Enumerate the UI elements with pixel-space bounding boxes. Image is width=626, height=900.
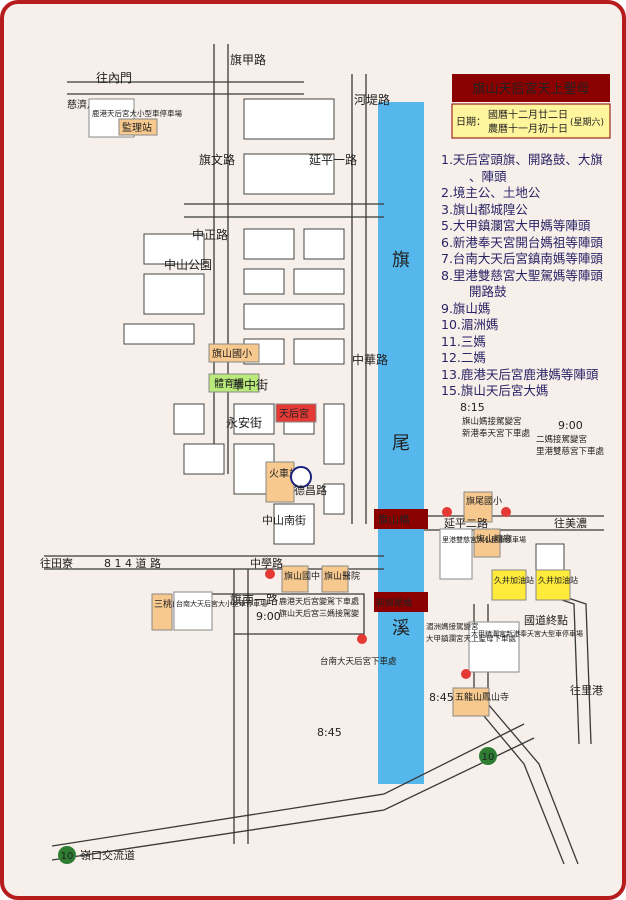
stop-1-time: 8:15 (460, 401, 485, 414)
xinqiwei-bridge-label: 新旗尾橋 (376, 597, 412, 609)
qishan-hospital-label: 旗山醫院 (324, 570, 360, 582)
qiwen-road-label: 旗文路 (199, 152, 235, 167)
road-814-label: 8 1 4 道 路 (104, 556, 161, 570)
labels: 往內門 慈濟用地 鹿港天后宮大小型車停車場 監理站 中山公園 旗山國小 體育場 … (40, 52, 603, 864)
stop-1-icon (442, 507, 452, 517)
stop-4-text: 台南大天后宮下車處 (320, 656, 397, 667)
map-title: 旗山天后宮天上聖母 (472, 81, 589, 97)
legend-item: 10.湄洲媽 (441, 317, 499, 332)
title-banner (452, 74, 610, 102)
legend-item: 5.大甲鎮瀾宮大甲媽等陣頭 (441, 218, 591, 233)
route-10b-badge-icon (58, 846, 76, 864)
monitoring-station-label: 監理站 (122, 121, 152, 134)
legend-item: 2.境主公、土地公 (441, 185, 541, 200)
qishan-middle-label: 旗山國中 (284, 570, 320, 582)
tainan-parking-label: 台南大天后宮大小型車停車場 (176, 599, 267, 608)
to-meinong-label: 往美濃 (554, 516, 587, 530)
national-road-end-label: 國道終點 (524, 613, 568, 627)
stop-2-time: 9:00 (558, 419, 583, 432)
zhongshan-park-label: 中山公園 (164, 257, 212, 272)
to-neimen-label: 往內門 (96, 70, 132, 85)
route-10-badge-icon (479, 747, 497, 765)
yongan-street-label: 永安街 (226, 415, 262, 430)
route-10b-label: 10 (61, 851, 74, 862)
zhongshan-south-street-label: 中山南街 (262, 513, 306, 527)
legend-item: 11.三媽 (441, 333, 486, 349)
river-char-1: 旗 (392, 250, 410, 271)
stop-4-icon (357, 634, 367, 644)
stop-5-icon (461, 669, 471, 679)
date-line-1: 國曆十二月廿二日 (488, 108, 568, 121)
date-prefix: 日期： (456, 116, 486, 128)
station-marker-icon (290, 466, 312, 488)
legend-item: 開路鼓 (469, 284, 507, 299)
zhongzheng-road-label: 中正路 (192, 227, 228, 242)
yanping-road-label: 延平一路 (309, 152, 357, 167)
stop-4-time: 8:45 (317, 726, 342, 739)
dajia-parking-label: 大甲鎮瀾宮新港奉天宮大型車停車場 (471, 629, 583, 638)
qishan-bridge-label: 旗山橋 (378, 513, 410, 526)
dechang-road-label: 德昌路 (294, 483, 327, 497)
qijia-road-label: 旗甲路 (230, 52, 266, 67)
river-char-2: 尾 (392, 433, 410, 454)
legend-item: 9.旗山媽 (441, 300, 491, 316)
stop-1-text-2: 新港奉天宮下車處 (462, 428, 531, 439)
legend-item: 8.里港雙慈宮大聖駕媽等陣頭 (441, 267, 603, 283)
legend-item: 6.新港奉天宮開台媽祖等陣頭 (441, 234, 603, 250)
legend-item: 1.天后宮頭旗、開路鼓、大旗 (441, 152, 603, 167)
stop-1-text: 旗山媽接駕變宮 (462, 416, 522, 427)
lingkou-interchange-label: 嶺口交流道 (80, 848, 135, 862)
legend-item: 3.旗山都城隍公 (441, 201, 528, 217)
qiwei-elementary-label: 旗尾國小 (466, 495, 502, 507)
lixiang-parking-label: 里港雙慈宮大小型車停車場 (442, 535, 526, 544)
stadium-label: 體育場 (214, 377, 244, 390)
stop-3-text-2: 旗山天后宮三媽接駕變 (279, 608, 359, 618)
stop-3-icon (265, 569, 275, 579)
wulong-temple-label: 五龍山鳳山寺 (455, 691, 509, 703)
legend-item: 15.旗山天后宮大媽 (441, 383, 549, 398)
qishan-elementary-label: 旗山國小 (212, 347, 252, 360)
river-char-3: 溪 (392, 618, 410, 639)
sugar-factory-label: 旗山糖廠 (476, 533, 512, 545)
legend-item: 7.台南大天后宮鎮南媽等陣頭 (441, 251, 603, 266)
date-weekday: (星期六) (570, 116, 604, 128)
lugang-parking-label: 鹿港天后宮大小型車停車場 (92, 108, 182, 118)
stop-markers: 8:15 旗山媽接駕變宮 新港奉天宮下車處 9:00 二媽接駕變宮 里港雙慈宮下… (256, 401, 605, 739)
stop-2-icon (501, 507, 511, 517)
to-tianliao-label: 往田寮 (40, 556, 73, 570)
to-ligang-label: 往里港 (570, 683, 603, 697)
jiujing-gas-1-label: 久井加油站 (494, 575, 534, 585)
qiwei-river (378, 102, 424, 784)
legend-item: 13.鹿港天后宮鹿港媽等陣頭 (441, 366, 599, 382)
yanping-2-road-label: 延平二路 (444, 517, 488, 530)
zhongxue-road-label: 中學路 (250, 557, 283, 570)
date-line-2: 農曆十一月初十日 (488, 122, 568, 135)
jiujing-gas-2-label: 久井加油站 (538, 575, 578, 585)
legend-item: 12.二媽 (441, 350, 486, 365)
stop-2-text-2: 里港雙慈宮下車處 (536, 446, 605, 457)
tianhou-temple-label: 天后宮 (279, 407, 309, 420)
road-network (44, 44, 604, 865)
stop-5-text: 湄洲媽接駕變宮 (426, 621, 479, 631)
route-10-label: 10 (482, 752, 495, 763)
stop-5-time: 8:45 (429, 691, 454, 704)
stop-5-text-2: 大甲鎮瀾宮天上聖母下車處 (426, 633, 516, 643)
stop-3-time: 9:00 (256, 610, 281, 623)
qinan-road-label: 旗南一路 (230, 592, 278, 607)
hedi-road-label: 河堤路 (354, 92, 390, 107)
procession-route-map: 旗 尾 溪 (40, 44, 611, 865)
huazhong-street-label: 華中街 (232, 377, 268, 392)
stop-3-text: 鹿港天后宮變駕下車處 (279, 596, 359, 606)
date-box (451, 103, 611, 139)
legend-item: 、陣頭 (469, 168, 507, 184)
stop-2-text: 二媽接駕變宮 (536, 434, 587, 445)
zhonghua-road-label: 中華路 (352, 352, 388, 367)
